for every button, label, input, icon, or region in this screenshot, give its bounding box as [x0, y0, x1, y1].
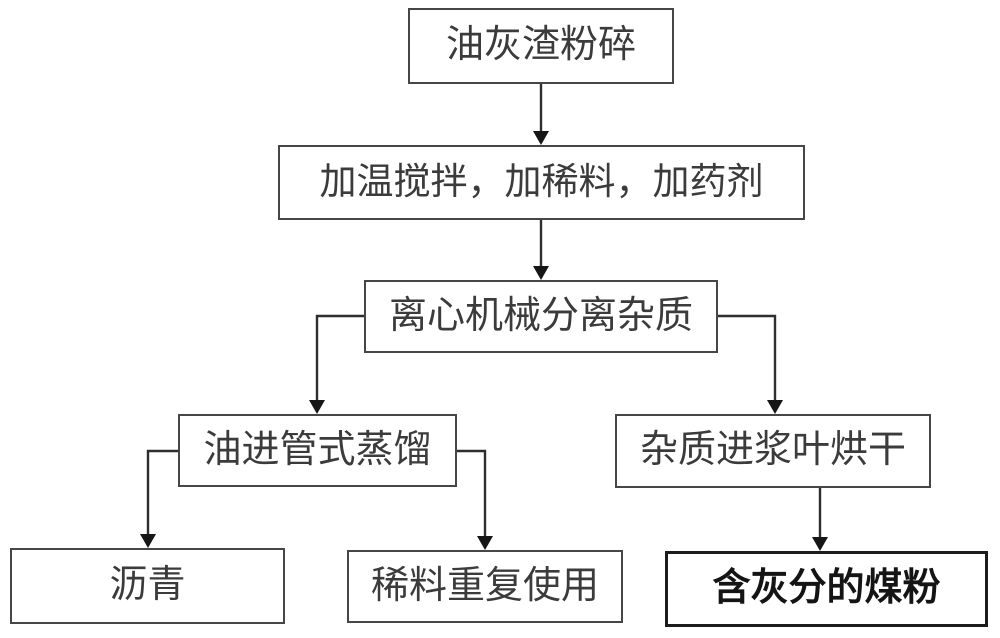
edge-distill-to-asphalt	[140, 449, 178, 548]
node-separate-label: 离心机械分离杂质	[388, 294, 693, 337]
edge-dry-to-coal	[812, 488, 828, 551]
node-distill-label: 油进管式蒸馏	[203, 428, 432, 471]
node-ash-coal-label: 含灰分的煤粉	[712, 567, 941, 610]
node-thinner-reuse: 稀料重复使用	[347, 550, 623, 623]
edge-separate-to-dry	[718, 314, 783, 414]
node-distill: 油进管式蒸馏	[178, 414, 457, 487]
node-asphalt-label: 沥青	[109, 564, 186, 607]
node-ash-coal: 含灰分的煤粉	[665, 551, 988, 627]
node-mix: 加温搅拌，加稀料，加药剂	[278, 145, 805, 220]
edge-separate-to-distill	[309, 314, 364, 414]
edge-distill-to-thinner	[457, 449, 493, 550]
node-thinner-reuse-label: 稀料重复使用	[370, 564, 599, 607]
node-crush: 油灰渣粉碎	[408, 8, 674, 84]
node-separate: 离心机械分离杂质	[364, 280, 718, 353]
edge-mix-to-separate	[533, 220, 549, 280]
edge-crush-to-mix	[533, 84, 549, 145]
node-asphalt: 沥青	[10, 548, 285, 624]
node-dry: 杂质进浆叶烘干	[615, 414, 931, 488]
node-mix-label: 加温搅拌，加稀料，加药剂	[319, 161, 764, 203]
node-crush-label: 油灰渣粉碎	[445, 24, 636, 67]
node-dry-label: 杂质进浆叶烘干	[639, 429, 906, 472]
